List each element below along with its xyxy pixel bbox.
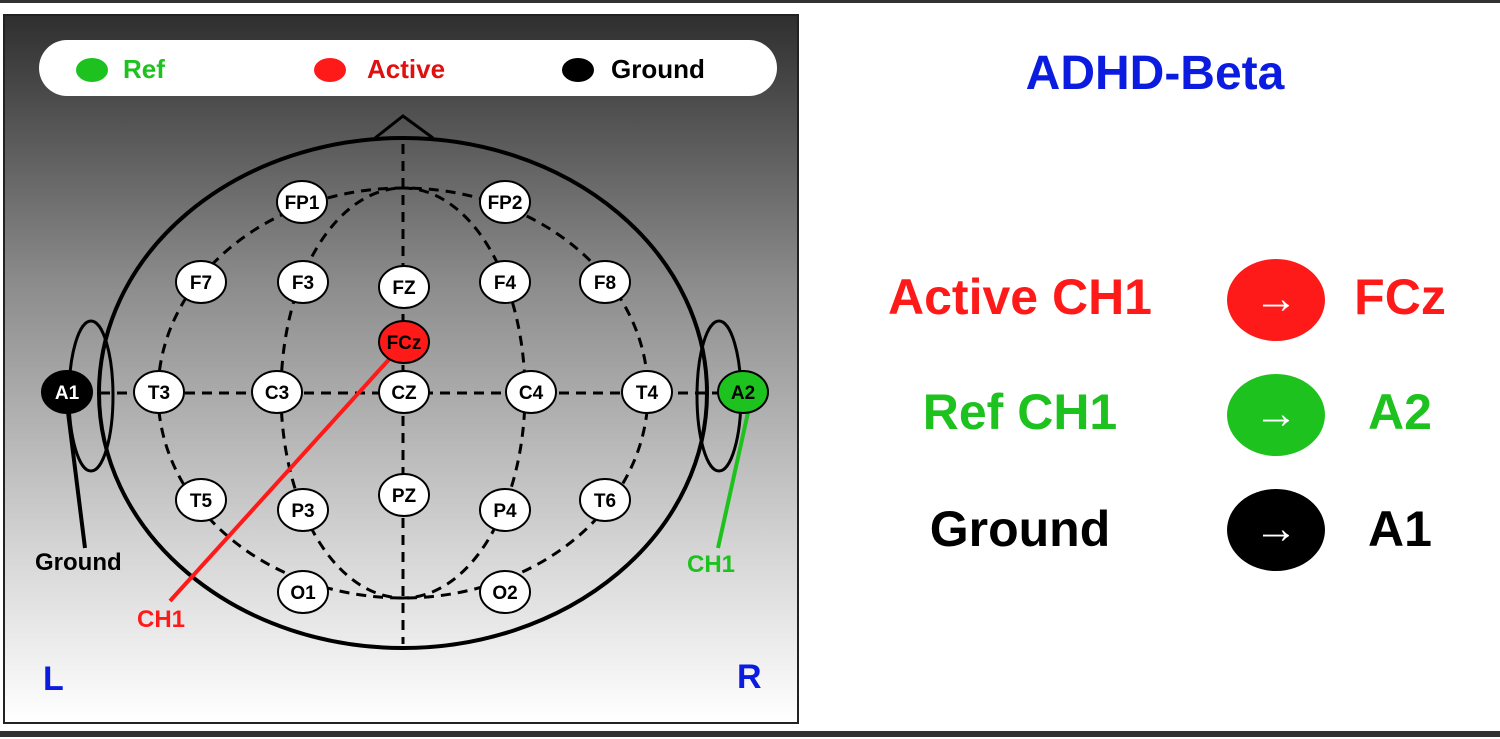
electrode-marker: [579, 478, 631, 522]
electrode-marker: [133, 370, 185, 414]
electrode-label: A2: [731, 383, 755, 404]
electrode-f8: F8: [579, 260, 631, 304]
electrode-label: T5: [190, 491, 213, 512]
electrode-marker: [251, 370, 303, 414]
electrode-marker: [41, 370, 93, 414]
electrode-label: P3: [291, 501, 314, 522]
electrode-marker: [277, 570, 329, 614]
electrode-marker: [175, 260, 227, 304]
electrode-label: F7: [190, 273, 212, 294]
bottom-rule: [0, 731, 1500, 737]
electrode-marker: [378, 265, 430, 309]
page-title: ADHD-Beta: [1025, 47, 1285, 100]
electrode-marker: [277, 260, 329, 304]
top-rule: [0, 0, 1500, 3]
nose: [374, 114, 434, 140]
active-legend-label: Active: [367, 54, 446, 84]
electrode-o1: O1: [277, 570, 329, 614]
electrode-p3: P3: [277, 488, 329, 532]
ref-arrow-icon: →: [1227, 374, 1325, 456]
electrode-label: C4: [519, 383, 544, 404]
electrode-c4: C4: [505, 370, 557, 414]
electrode-p4: P4: [479, 488, 531, 532]
electrode-fz: FZ: [378, 265, 430, 309]
electrode-t4: T4: [621, 370, 673, 414]
active-ch1-value: FCz: [1354, 269, 1446, 325]
electrode-label: A1: [55, 383, 80, 404]
ground-arrow-icon: →: [1227, 489, 1325, 571]
electrode-f7: F7: [175, 260, 227, 304]
electrode-marker: [277, 488, 329, 532]
ref-lead-line: [716, 398, 753, 549]
electrode-marker: [276, 180, 328, 224]
electrode-marker: [479, 570, 531, 614]
electrode-a1: A1: [41, 370, 93, 414]
electrode-label: FP2: [488, 193, 523, 214]
ground-legend-label: Ground: [611, 54, 705, 84]
electrode-marker: [175, 478, 227, 522]
electrode-label: F8: [594, 273, 616, 294]
electrode-label: O2: [492, 583, 517, 604]
electrode-label: F4: [494, 273, 517, 294]
electrode-c3: C3: [251, 370, 303, 414]
electrode-label: FCz: [387, 333, 422, 354]
ref-ch1-label: Ref CH1: [922, 384, 1118, 440]
electrode-fp2: FP2: [479, 180, 531, 224]
electrode-cz: CZ: [378, 370, 430, 414]
electrode-marker: [479, 180, 531, 224]
electrode-a2: A2: [717, 370, 769, 414]
electrode-marker: [621, 370, 673, 414]
electrode-marker: [479, 260, 531, 304]
electrode-fcz: FCz: [378, 320, 430, 364]
active-ch1-caption: CH1: [137, 606, 185, 633]
electrode-label: T3: [148, 383, 170, 404]
electrode-o2: O2: [479, 570, 531, 614]
ref-legend-dot: [76, 58, 108, 82]
head-outline: [97, 136, 709, 650]
electrode-f3: F3: [277, 260, 329, 304]
electrode-marker: [378, 370, 430, 414]
electrode-marker: [479, 488, 531, 532]
ref-ch1-caption: CH1: [687, 551, 735, 578]
electrode-marker: [378, 320, 430, 364]
electrode-label: C3: [265, 383, 289, 404]
electrode-label: CZ: [391, 383, 417, 404]
electrode-label: F3: [292, 273, 314, 294]
active-lead-line: [168, 342, 405, 603]
electrode-label: FP1: [285, 193, 320, 214]
electrode-label: T6: [594, 491, 616, 512]
active-arrow-icon: →: [1227, 259, 1325, 341]
electrode-marker: [579, 260, 631, 304]
right-side-label: R: [737, 658, 762, 696]
left-side-label: L: [43, 660, 64, 698]
electrode-t6: T6: [579, 478, 631, 522]
electrode-fp1: FP1: [276, 180, 328, 224]
electrode-label: FZ: [392, 278, 416, 299]
electrode-f4: F4: [479, 260, 531, 304]
ground-caption: Ground: [35, 549, 122, 576]
electrode-label: P4: [493, 501, 517, 522]
ref-legend-label: Ref: [123, 54, 165, 84]
ground-legend-dot: [562, 58, 594, 82]
electrode-t5: T5: [175, 478, 227, 522]
active-ch1-label: Active CH1: [888, 269, 1152, 325]
ground-lead-line: [65, 403, 87, 549]
active-legend-dot: [314, 58, 346, 82]
ground-label: Ground: [929, 501, 1111, 557]
electrode-t3: T3: [133, 370, 185, 414]
electrode-label: PZ: [392, 486, 417, 507]
electrode-pz: PZ: [378, 473, 430, 517]
ref-ch1-value: A2: [1368, 384, 1432, 440]
electrode-label: T4: [636, 383, 659, 404]
ground-value: A1: [1368, 501, 1432, 557]
electrode-label: O1: [290, 583, 316, 604]
electrode-marker: [378, 473, 430, 517]
electrode-marker: [505, 370, 557, 414]
legend: Ref Active Ground: [39, 40, 777, 96]
electrode-marker: [717, 370, 769, 414]
